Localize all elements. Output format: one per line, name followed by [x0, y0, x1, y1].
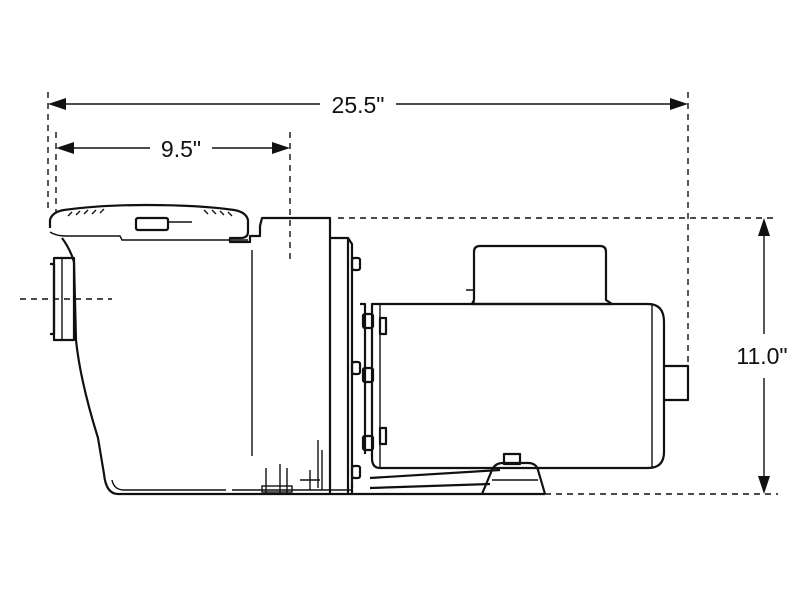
motor-foot-bolt	[502, 452, 522, 466]
lid-handle	[134, 216, 170, 232]
motor-stud-1	[378, 316, 388, 336]
pot-bottom-inner	[111, 479, 226, 491]
capacitor-box-mount	[466, 289, 475, 305]
base-bolt-plate	[261, 485, 293, 493]
motor-end-cap	[664, 364, 690, 402]
pump-base	[228, 452, 547, 496]
overall-length-label: 25.5"	[332, 92, 385, 118]
overall-height-arrow-top	[758, 218, 770, 236]
flange-outline	[330, 236, 350, 494]
motor-stud-2	[378, 426, 388, 446]
inlet-port-lip	[50, 262, 56, 336]
lid-grip-right	[203, 209, 233, 217]
overall-length-dimension: 25.5"	[47, 92, 689, 362]
basket-length-arrow-left	[56, 142, 74, 154]
flange-bolt-2	[350, 360, 362, 376]
motor-front-bell	[360, 302, 367, 454]
motor-bolt-3	[361, 434, 375, 452]
basket-length-arrow-right	[272, 142, 290, 154]
strainer-housing	[48, 203, 332, 496]
basket-length-label: 9.5"	[161, 136, 201, 162]
flange-bolt-1	[350, 256, 362, 272]
overall-length-arrow-right	[670, 98, 688, 110]
basket-length-dimension: 9.5"	[55, 132, 291, 262]
overall-height-label: 11.0"	[736, 343, 787, 369]
pot-body-left-wall	[61, 237, 228, 496]
motor-body	[370, 302, 666, 470]
seal-plate	[330, 236, 362, 494]
overall-length-arrow-left	[48, 98, 66, 110]
motor-bolt-2	[361, 366, 375, 384]
pot-drain-ribs	[317, 440, 323, 490]
overall-height-arrow-bottom	[758, 476, 770, 494]
capacitor-box	[470, 244, 614, 306]
motor	[360, 244, 690, 470]
flange-bolt-3	[350, 464, 362, 480]
overall-height-dimension: 11.0"	[338, 217, 788, 495]
motor-base-rail-bottom	[369, 482, 491, 490]
motor-base-rail-top	[369, 468, 501, 480]
lid-bottom-edge	[49, 231, 248, 241]
flange-edge	[347, 237, 354, 488]
motor-bolt-1	[361, 312, 375, 330]
lid-grip-left	[67, 208, 105, 217]
lid-outline	[48, 203, 332, 244]
